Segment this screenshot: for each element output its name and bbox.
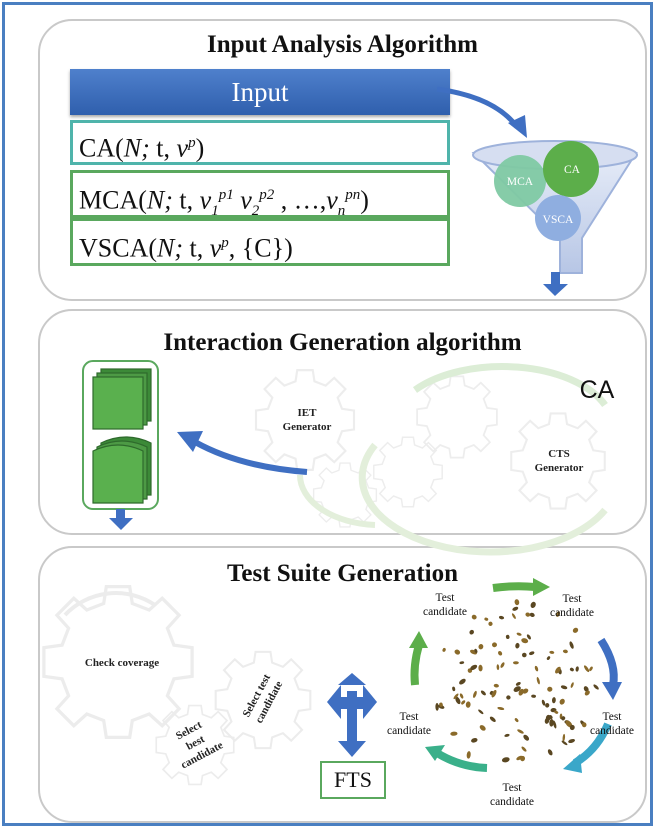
funnel-label-mca: MCA bbox=[506, 176, 534, 188]
tc4-line2: candidate bbox=[489, 796, 535, 808]
fts-label: FTS bbox=[334, 767, 372, 792]
cts-generator-label: CTS Generator bbox=[527, 447, 591, 475]
input-row-vsca: VSCA(N; t, vp, {C}) bbox=[70, 218, 450, 266]
tc5-line1: Test bbox=[399, 711, 419, 723]
input-header: Input bbox=[70, 69, 450, 115]
tc1-line2: candidate bbox=[422, 606, 468, 618]
funnel-label-vsca: VSCA bbox=[542, 214, 574, 226]
tc2-line2: candidate bbox=[549, 607, 595, 619]
panel-title-input-analysis: Input Analysis Algorithm bbox=[207, 31, 478, 58]
test-candidate-top-left: Test candidate bbox=[415, 591, 475, 619]
cts-line2: Generator bbox=[534, 462, 584, 474]
panel-title-test-suite: Test Suite Generation bbox=[226, 560, 459, 587]
tc2-line1: Test bbox=[562, 593, 582, 605]
ca-label: CA bbox=[579, 376, 615, 404]
panel-title-interaction-generation: Interaction Generation algorithm bbox=[163, 329, 522, 356]
tc1-line1: Test bbox=[435, 592, 455, 604]
funnel-label-ca: CA bbox=[564, 164, 580, 176]
test-candidate-bottom: Test candidate bbox=[481, 781, 543, 809]
tc4-line1: Test bbox=[502, 782, 522, 794]
iet-line2: Generator bbox=[282, 421, 332, 433]
cts-line1: CTS bbox=[548, 448, 570, 460]
panel-interaction-generation: Interaction Generation algorithm bbox=[38, 309, 647, 535]
check-coverage-label: Check coverage bbox=[84, 657, 160, 669]
input-row-ca: CA(N; t, vp) bbox=[70, 120, 450, 165]
iet-generator-label: IET Generator bbox=[277, 406, 337, 434]
test-candidate-right: Test candidate bbox=[581, 710, 643, 738]
iet-line1: IET bbox=[297, 407, 317, 419]
test-candidate-left: Test candidate bbox=[378, 710, 440, 738]
tc3-line2: candidate bbox=[589, 725, 635, 737]
tc3-line1: Test bbox=[602, 711, 622, 723]
tc5-line2: candidate bbox=[386, 725, 432, 737]
input-row-mca: MCA(N; t, v1p1 v2p2 , …,vnpn) bbox=[70, 170, 450, 219]
test-candidate-top-right: Test candidate bbox=[542, 592, 602, 620]
